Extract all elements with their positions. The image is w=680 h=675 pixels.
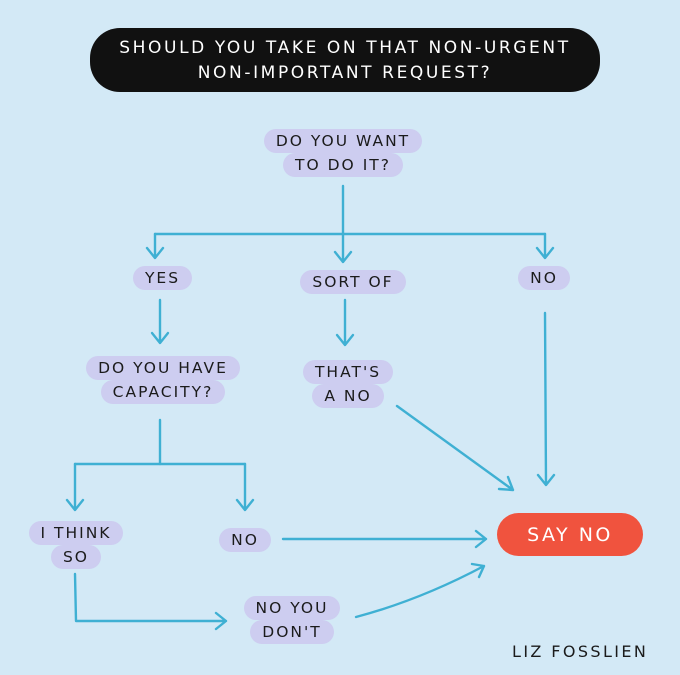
arrow-to-no-top	[535, 232, 555, 260]
node-yes: YES	[115, 262, 210, 294]
node-do-you-want: DO YOU WANT TO DO IT?	[243, 123, 443, 183]
node-i-think-so-line-2: SO	[50, 545, 102, 570]
node-capacity-line-1: DO YOU HAVE	[86, 355, 240, 380]
arrow-yes-to-capacity	[150, 298, 170, 345]
node-no-you-dont: NO YOU DON'T	[228, 592, 356, 648]
author-credit: LIZ FOSSLIEN	[512, 642, 649, 661]
arrow-no-mid-to-say-no	[281, 529, 488, 549]
node-thats-a-no: THAT'S A NO	[283, 356, 413, 412]
node-no-mid: NO	[208, 524, 282, 556]
node-do-you-want-line-2: TO DO IT?	[283, 153, 403, 178]
node-say-no-label: SAY NO	[527, 523, 613, 546]
arrow-i-think-so-to-no-you-dont	[73, 572, 228, 631]
title-line-1: SHOULD YOU TAKE ON THAT NON-URGENT	[119, 37, 571, 58]
node-no-you-dont-line-2: DON'T	[250, 620, 334, 645]
title-line-2: NON-IMPORTANT REQUEST?	[197, 63, 493, 83]
node-no-top-label: NO	[518, 265, 570, 291]
page-title: SHOULD YOU TAKE ON THAT NON-URGENT NON-I…	[90, 30, 600, 92]
node-sort-of: SORT OF	[283, 266, 423, 298]
node-i-think-so: I THINK SO	[10, 517, 142, 573]
node-do-you-want-line-1: DO YOU WANT	[263, 128, 423, 153]
node-sort-of-label: SORT OF	[300, 269, 406, 295]
arrow-to-yes	[145, 232, 165, 260]
arrow-no-top-to-say-no	[536, 311, 556, 487]
arrow-no-you-dont-to-say-no	[354, 562, 486, 619]
arrow-sort-of-to-thats-no	[335, 298, 355, 347]
arrow-to-no-mid	[235, 462, 255, 512]
arrow-thats-no-to-say-no	[395, 404, 515, 492]
arrow-to-i-think-so	[65, 462, 85, 512]
node-i-think-so-line-1: I THINK	[28, 520, 124, 545]
node-capacity-line-2: CAPACITY?	[100, 380, 226, 405]
node-capacity: DO YOU HAVE CAPACITY?	[68, 352, 258, 408]
node-say-no: SAY NO	[497, 513, 643, 556]
node-yes-label: YES	[132, 265, 193, 291]
node-no-top: NO	[505, 262, 583, 294]
node-thats-a-no-line-2: A NO	[312, 384, 384, 409]
node-no-you-dont-line-1: NO YOU	[243, 595, 341, 620]
title-banner	[90, 28, 600, 92]
node-thats-a-no-line-1: THAT'S	[302, 359, 394, 384]
arrow-to-sort-of	[333, 232, 353, 264]
node-no-mid-label: NO	[219, 527, 271, 553]
